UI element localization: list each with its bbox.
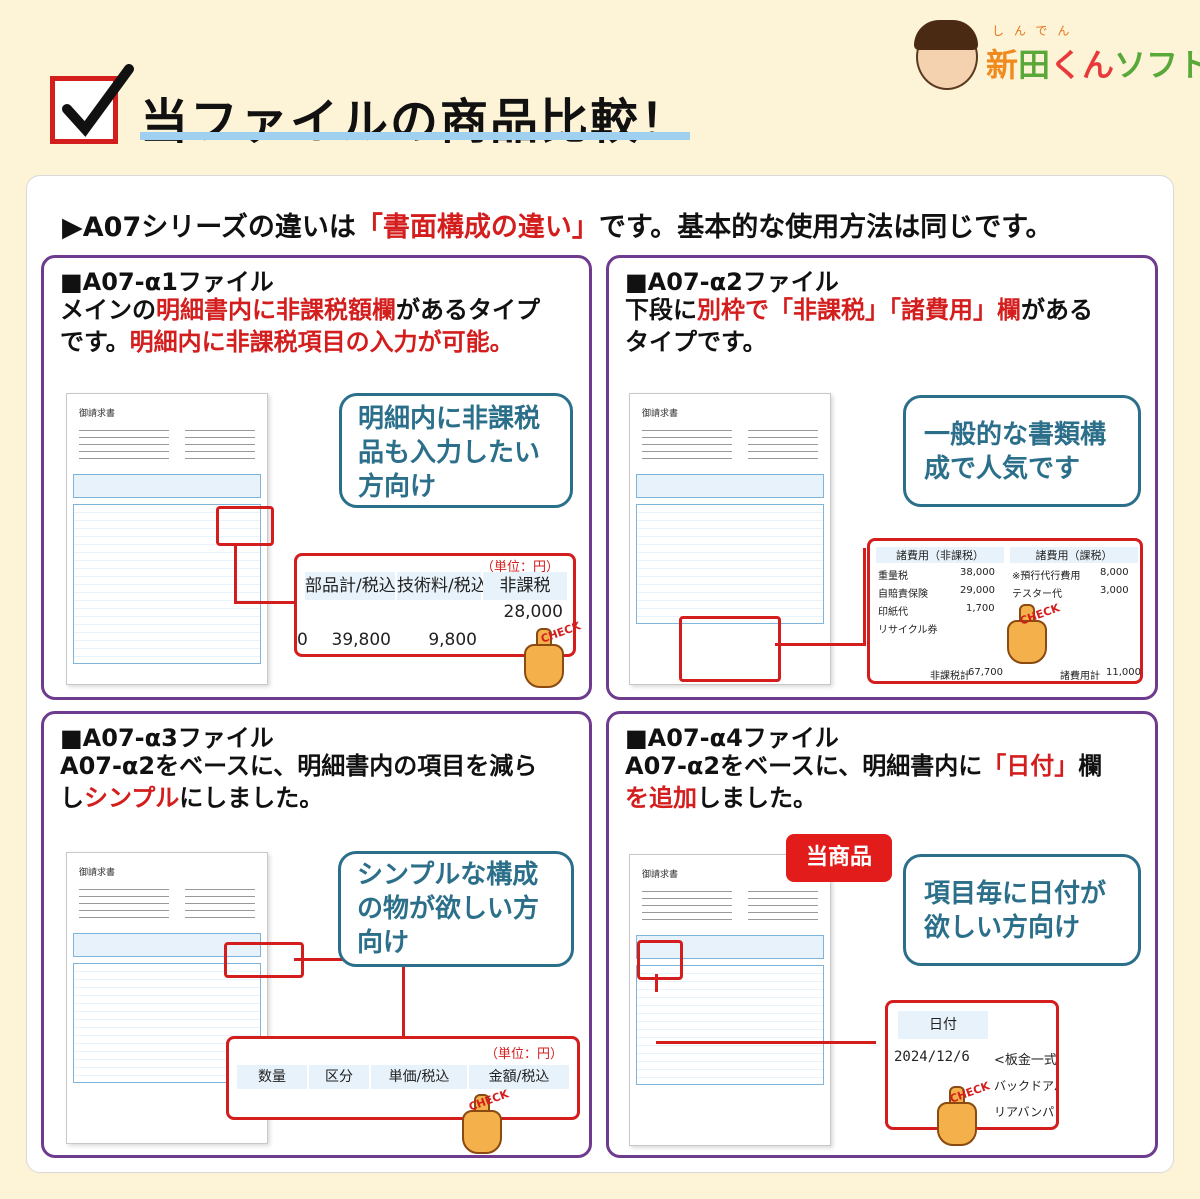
- zoom-detail: （単位：円） 部品計/税込 技術料/税込 非課税 28,000 0 39,800…: [294, 553, 576, 657]
- speech-bubble: 明細内に非課税品も入力したい方向け: [339, 393, 573, 508]
- card-title: ■A07-α2ファイル: [625, 268, 839, 296]
- highlight-box: [224, 942, 304, 978]
- card-a07-a4: ■A07-α4ファイル A07-α2をベースに、明細書内に「日付」欄 を追加しま…: [606, 711, 1158, 1158]
- pointing-hand-icon: [514, 628, 574, 688]
- highlight-box: [679, 616, 781, 682]
- speech-bubble: 項目毎に日付が欲しい方向け: [903, 854, 1141, 966]
- card-title: ■A07-α4ファイル: [625, 724, 839, 752]
- card-a07-a3: ■A07-α3ファイル A07-α2をベースに、明細書内の項目を減ら しシンプル…: [41, 711, 592, 1158]
- speech-bubble: シンプルな構成の物が欲しい方向け: [338, 851, 574, 967]
- card-a07-a1: ■A07-α1ファイル メインの明細書内に非課税額欄があるタイプ です。明細内に…: [41, 255, 592, 700]
- checkbox-icon: [50, 64, 134, 144]
- pointing-hand-icon: [997, 604, 1057, 664]
- mascot-hair: [914, 20, 978, 50]
- highlight-box: [216, 506, 274, 546]
- current-product-badge: 当商品: [786, 834, 892, 882]
- invoice-thumbnail: 御請求書: [66, 393, 268, 685]
- pointing-hand-icon: [452, 1094, 512, 1154]
- title-underline: [140, 132, 690, 140]
- card-description: メインの明細書内に非課税額欄があるタイプ です。明細内に非課税項目の入力が可能。: [60, 296, 540, 356]
- logo-brand-text: 新田くんソフト: [986, 46, 1200, 84]
- card-description: 下段に別枠で「非課税」「諸費用」欄がある タイプです。: [625, 296, 1093, 356]
- page-title: 当ファイルの商品比較！: [140, 94, 691, 150]
- card-description: A07-α2をベースに、明細書内に「日付」欄 を追加しました。: [625, 752, 1103, 812]
- invoice-thumbnail: 御請求書: [629, 854, 831, 1146]
- brand-logo: しんでん 新田くんソフト: [910, 20, 1200, 90]
- logo-ruby: しんでん: [992, 24, 1080, 38]
- zoom-detail: 諸費用（非課税） 諸費用（課税） 重量税 38,000 自賠責保険 29,000…: [867, 538, 1143, 684]
- intro-text: ▶A07シリーズの違いは「書面構成の違い」です。基本的な使用方法は同じです。: [62, 212, 1053, 243]
- card-title: ■A07-α1ファイル: [60, 268, 274, 296]
- card-description: A07-α2をベースに、明細書内の項目を減ら しシンプルにしました。: [60, 752, 538, 812]
- invoice-thumbnail: 御請求書: [629, 393, 831, 685]
- card-title: ■A07-α3ファイル: [60, 724, 274, 752]
- zoom-detail: （単位：円） 数量 区分 単価/税込 金額/税込: [226, 1036, 580, 1120]
- speech-bubble: 一般的な書類構成で人気です: [903, 395, 1141, 507]
- pointing-hand-icon: [927, 1086, 987, 1146]
- highlight-box: [637, 940, 683, 980]
- card-a07-a2: ■A07-α2ファイル 下段に別枠で「非課税」「諸費用」欄がある タイプです。 …: [606, 255, 1158, 700]
